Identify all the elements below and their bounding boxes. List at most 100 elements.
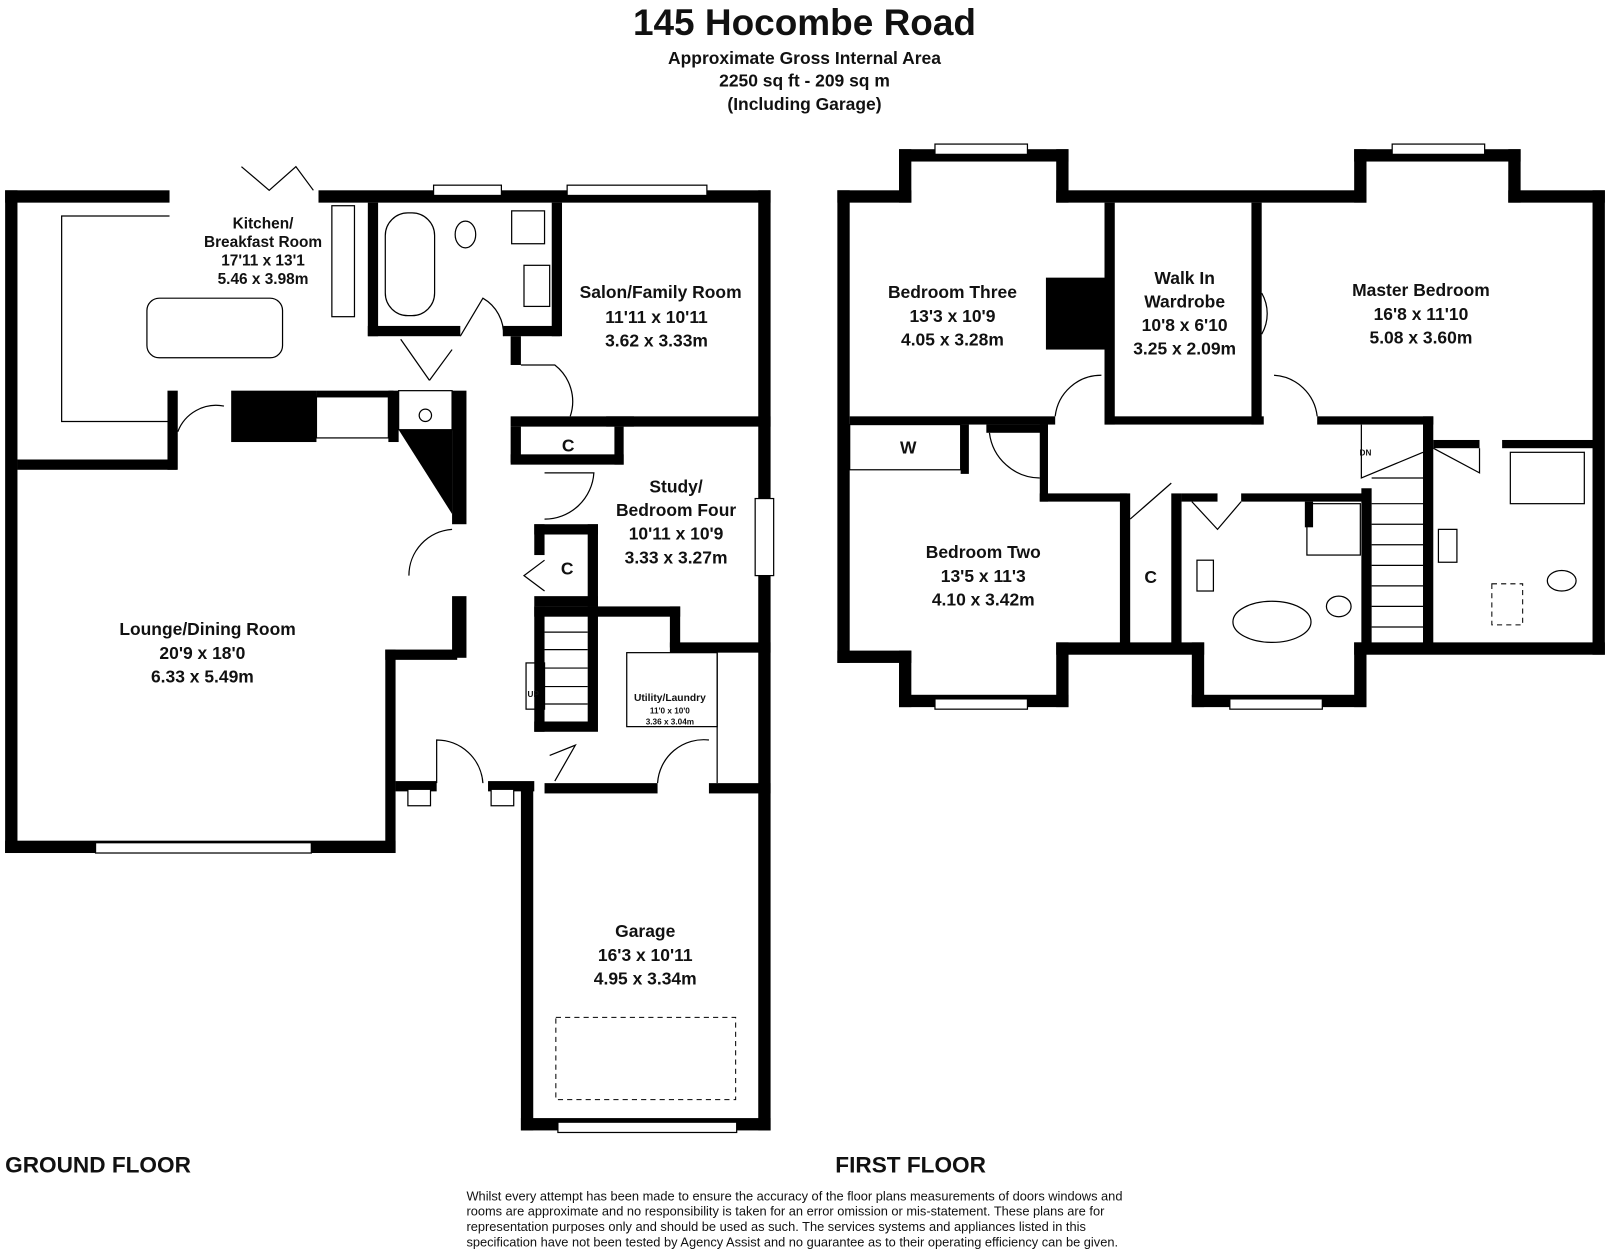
label-text: Wardrobe	[1144, 291, 1225, 311]
fixture-line	[454, 220, 477, 249]
label-text: 11'11 x 10'11	[605, 307, 708, 327]
wall	[1251, 202, 1262, 425]
label-text: 13'5 x 11'3	[941, 566, 1026, 586]
fixture-line	[459, 297, 505, 337]
wall	[1104, 416, 1264, 425]
label-text: Whilst every attempt has been made to en…	[466, 1188, 1122, 1203]
label-text: 6.33 x 5.49m	[151, 666, 254, 686]
room-utility: Utility/Laundry 11'0 x 10'0 3.36 x 3.04m	[634, 693, 706, 727]
fixture-line	[400, 338, 453, 381]
wall	[367, 202, 379, 337]
wall	[398, 429, 453, 514]
room-bedroom-three: Bedroom Three 13'3 x 10'9 4.05 x 3.28m	[888, 282, 1017, 349]
label-text: Walk In	[1154, 268, 1214, 288]
wall	[1104, 202, 1115, 425]
area-note: (Including Garage)	[727, 94, 881, 114]
label-text: 11'0 x 10'0	[650, 706, 690, 715]
fixture-outline	[555, 1016, 737, 1101]
disclaimer: Whilst every attempt has been made to en…	[466, 1188, 1122, 1249]
fixture-line	[241, 165, 314, 192]
fixture-line	[626, 652, 718, 728]
fixture-line	[418, 408, 433, 423]
label-text: Bedroom Three	[888, 282, 1017, 302]
wall	[231, 390, 317, 443]
wall	[534, 721, 598, 732]
fixture-line	[398, 390, 453, 431]
wall	[1181, 493, 1218, 502]
wall	[385, 649, 458, 660]
cupboard-label: C	[1144, 567, 1157, 587]
room-salon: Salon/Family Room 11'11 x 10'11 3.62 x 3…	[580, 282, 742, 350]
label-text: 3.62 x 3.33m	[605, 330, 708, 350]
label-text: Breakfast Room	[204, 234, 322, 251]
label-text: 17'11 x 13'1	[221, 252, 305, 269]
window	[1391, 143, 1486, 155]
fixture-line	[849, 423, 962, 471]
window	[754, 497, 775, 577]
wall	[1592, 190, 1605, 655]
wall	[1304, 501, 1314, 528]
fixture-line	[1546, 569, 1577, 592]
wall	[395, 781, 437, 792]
wall	[669, 606, 681, 648]
fixture-line	[436, 739, 484, 784]
wall	[510, 416, 634, 427]
wall	[587, 524, 598, 607]
wall	[510, 454, 624, 465]
label-text: 3.25 x 2.09m	[1133, 339, 1236, 359]
label-text: 4.10 x 3.42m	[932, 589, 1035, 609]
label-text: 16'3 x 10'11	[598, 945, 693, 965]
fixture-line	[315, 396, 389, 439]
room-kitchen: Kitchen/ Breakfast Room 17'11 x 13'1 5.4…	[204, 215, 322, 287]
fixture-line	[522, 559, 545, 592]
fixture-line	[1306, 503, 1361, 556]
wall	[1119, 493, 1131, 648]
wall	[606, 416, 771, 427]
label-text: 3.36 x 3.04m	[646, 718, 694, 727]
wall	[5, 190, 18, 854]
fixture-line	[1325, 595, 1352, 618]
wall	[388, 390, 399, 443]
label-text: Bedroom Two	[926, 542, 1041, 562]
fixture-line	[1437, 528, 1458, 563]
window	[1229, 698, 1323, 710]
label-text: 4.95 x 3.34m	[594, 969, 697, 989]
wall	[1056, 642, 1205, 655]
fixture-line	[1129, 482, 1172, 520]
label-text: 5.08 x 3.60m	[1370, 327, 1473, 347]
label-text: 10'11 x 10'9	[629, 524, 724, 544]
wall	[452, 596, 467, 658]
label-text: Salon/Family Room	[580, 282, 742, 302]
wall	[534, 606, 545, 732]
header: 145 Hocombe Road Approximate Gross Inter…	[633, 2, 976, 114]
area-value: 2250 sq ft - 209 sq m	[719, 71, 890, 91]
wall	[1056, 190, 1367, 203]
fixture-line	[146, 297, 284, 359]
fixture-line	[523, 264, 551, 308]
room-lounge: Lounge/Dining Room 20'9 x 18'0 6.33 x 5.…	[119, 619, 295, 686]
fixture-line	[1273, 374, 1318, 417]
label-text: 10'8 x 6'10	[1142, 315, 1228, 335]
fixture-line	[177, 404, 225, 432]
wall	[167, 390, 178, 470]
label-text: representation purposes only and should …	[466, 1219, 1085, 1234]
fixture-line	[1360, 424, 1424, 479]
wall	[1039, 424, 1048, 502]
wall	[534, 596, 598, 607]
wall	[587, 606, 598, 722]
wall	[1354, 642, 1605, 655]
wall	[488, 781, 535, 792]
wardrobe-label: W	[900, 437, 917, 457]
wall	[5, 190, 170, 203]
wall	[452, 390, 467, 525]
wall	[1433, 439, 1480, 449]
wall	[1508, 149, 1521, 203]
label-text: Garage	[615, 921, 675, 941]
wall	[837, 650, 912, 663]
fixture-line	[1191, 501, 1242, 531]
label-text: Bedroom Four	[616, 500, 736, 520]
label-text: Master Bedroom	[1352, 280, 1490, 300]
label-text: specification have not been tested by Ag…	[466, 1235, 1118, 1250]
window	[94, 842, 312, 854]
wall	[385, 649, 396, 854]
